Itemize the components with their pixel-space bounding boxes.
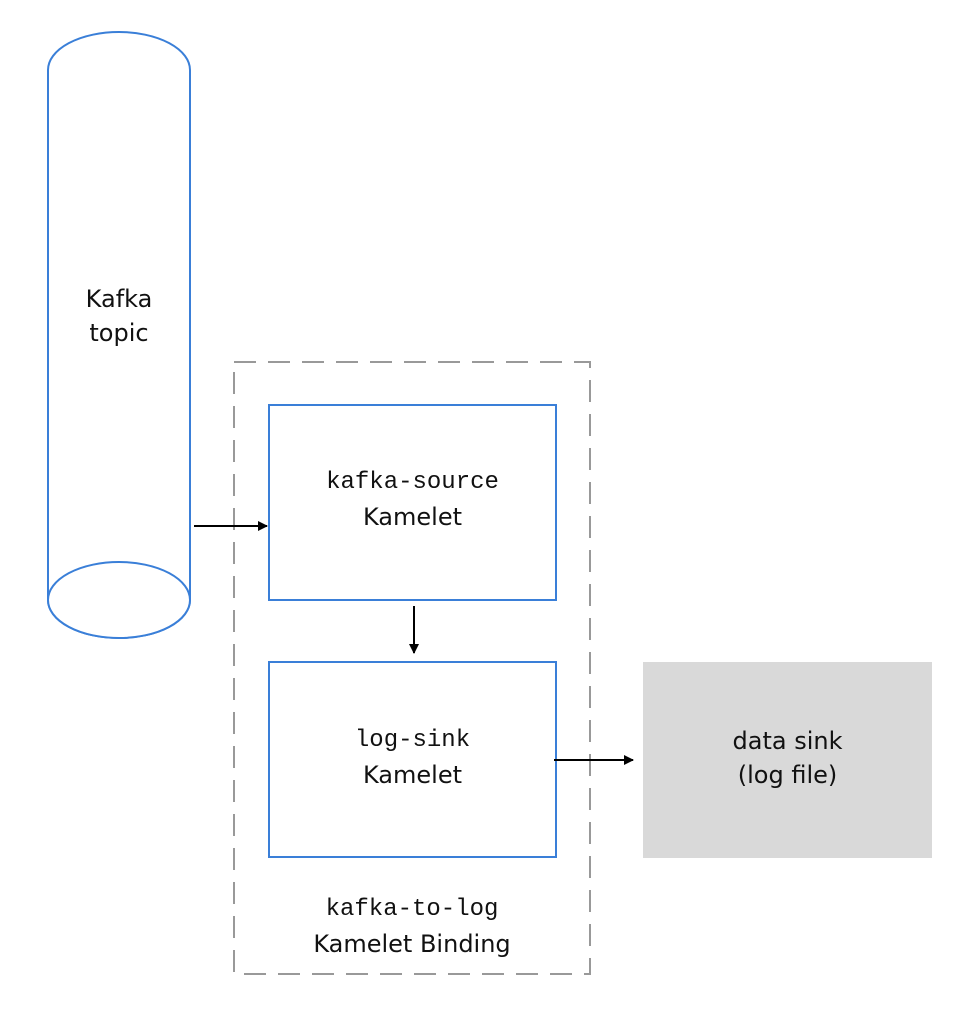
data-sink-label: data sink (log file) [643, 724, 932, 792]
kafka-topic-line2: topic [89, 319, 149, 347]
kafka-source-box [268, 404, 557, 601]
kafka-topic-line1: Kafka [85, 285, 153, 313]
data-sink-box [643, 662, 932, 858]
log-sink-kind: Kamelet [362, 761, 462, 789]
kafka-source-kind: Kamelet [362, 503, 462, 531]
kamelet-binding-label: kafka-to-log Kamelet Binding [234, 893, 590, 961]
binding-kind: Kamelet Binding [313, 930, 511, 958]
kafka-source-label: kafka-source Kamelet [269, 466, 556, 534]
data-sink-line2: (log file) [737, 761, 838, 789]
kamelet-binding-container [233, 361, 591, 975]
log-sink-name: log-sink [354, 727, 471, 754]
cylinder-bottom-ellipse [47, 561, 191, 639]
kafka-topic-label: Kafka topic [48, 282, 190, 350]
log-sink-label: log-sink Kamelet [269, 724, 556, 792]
binding-name: kafka-to-log [325, 896, 499, 923]
kafka-source-name: kafka-source [326, 469, 499, 496]
log-sink-box [268, 661, 557, 858]
data-sink-line1: data sink [732, 727, 843, 755]
kafka-topic-cylinder [47, 31, 191, 639]
